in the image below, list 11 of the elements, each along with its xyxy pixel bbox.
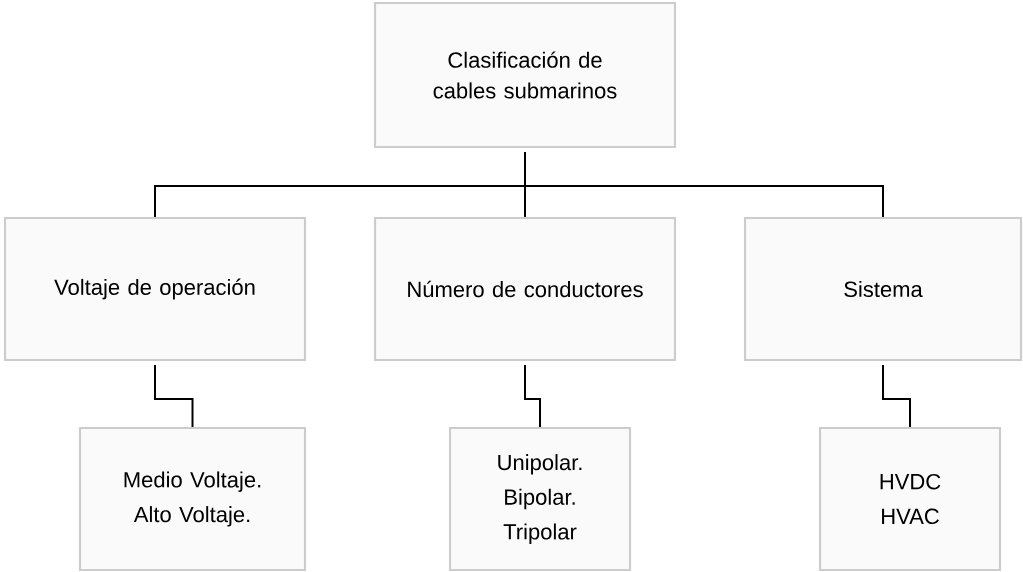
connector-line	[524, 151, 884, 218]
item-box: Unipolar. Bipolar. Tripolar	[448, 426, 632, 572]
connector-line	[154, 364, 194, 428]
title-box: Clasificación de cables submarinos	[373, 1, 677, 149]
item-box: HVDC HVAC	[818, 426, 1002, 572]
category-box: Número de conductores	[373, 216, 677, 362]
connector-line	[882, 364, 911, 428]
item-box: Medio Voltaje. Alto Voltaje.	[78, 426, 307, 572]
connector-line	[524, 364, 541, 428]
category-box: Voltaje de operación	[3, 216, 307, 362]
category-box: Sistema	[743, 216, 1023, 362]
